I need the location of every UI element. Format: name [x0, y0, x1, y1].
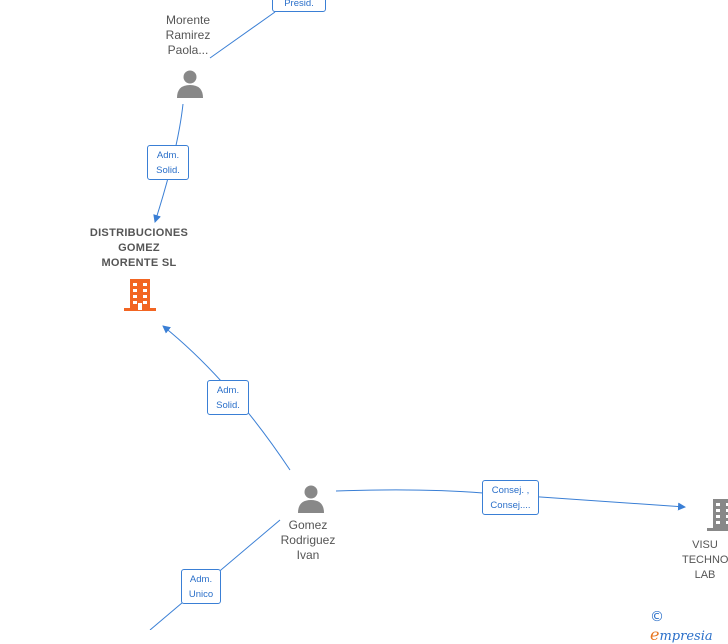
relationship-edges: [149, 11, 686, 630]
company-distribuciones-label[interactable]: DISTRIBUCIONES GOMEZ MORENTE SL: [89, 227, 189, 269]
person-icon[interactable]: [175, 69, 205, 99]
edge-label-text: Presid.: [284, 0, 314, 9]
edge-label-adm-solid-top[interactable]: Adm. Solid.: [147, 145, 189, 180]
brand-name: mpresia: [659, 629, 713, 644]
edge-label-text: Adm.: [216, 385, 240, 396]
person-gomez-label[interactable]: Gomez Rodriguez Ivan: [280, 518, 336, 562]
edge-label-text: Solid.: [156, 165, 180, 176]
person-icon[interactable]: [296, 484, 326, 514]
edge-label-adm-unico[interactable]: Adm. Unico: [181, 569, 221, 604]
edge-label-text: Adm.: [189, 574, 213, 585]
edge-label-adm-solid-mid[interactable]: Adm. Solid.: [207, 380, 249, 415]
edge-label-consej[interactable]: Consej. , Consej....: [482, 480, 539, 515]
edge-label-presid[interactable]: Presid.: [272, 0, 326, 12]
empresia-logo: © empresia: [650, 609, 728, 644]
edge-label-text: Unico: [188, 589, 214, 600]
edge-label-text: Consej. ,: [491, 485, 530, 496]
company-visu-label[interactable]: VISU TECHNO LAB: [682, 539, 728, 581]
building-icon[interactable]: [706, 498, 728, 532]
edge-label-text: Solid.: [216, 400, 240, 411]
edge-consej: [335, 489, 686, 511]
edge-label-text: Consej....: [490, 500, 531, 511]
copyright-symbol: ©: [650, 609, 664, 625]
person-morente-label[interactable]: Morente Ramirez Paola...: [165, 13, 211, 57]
edge-label-text: Adm.: [156, 150, 180, 161]
brand-e: e: [650, 625, 660, 644]
edge-presid: [209, 11, 276, 59]
building-icon[interactable]: [123, 278, 157, 312]
